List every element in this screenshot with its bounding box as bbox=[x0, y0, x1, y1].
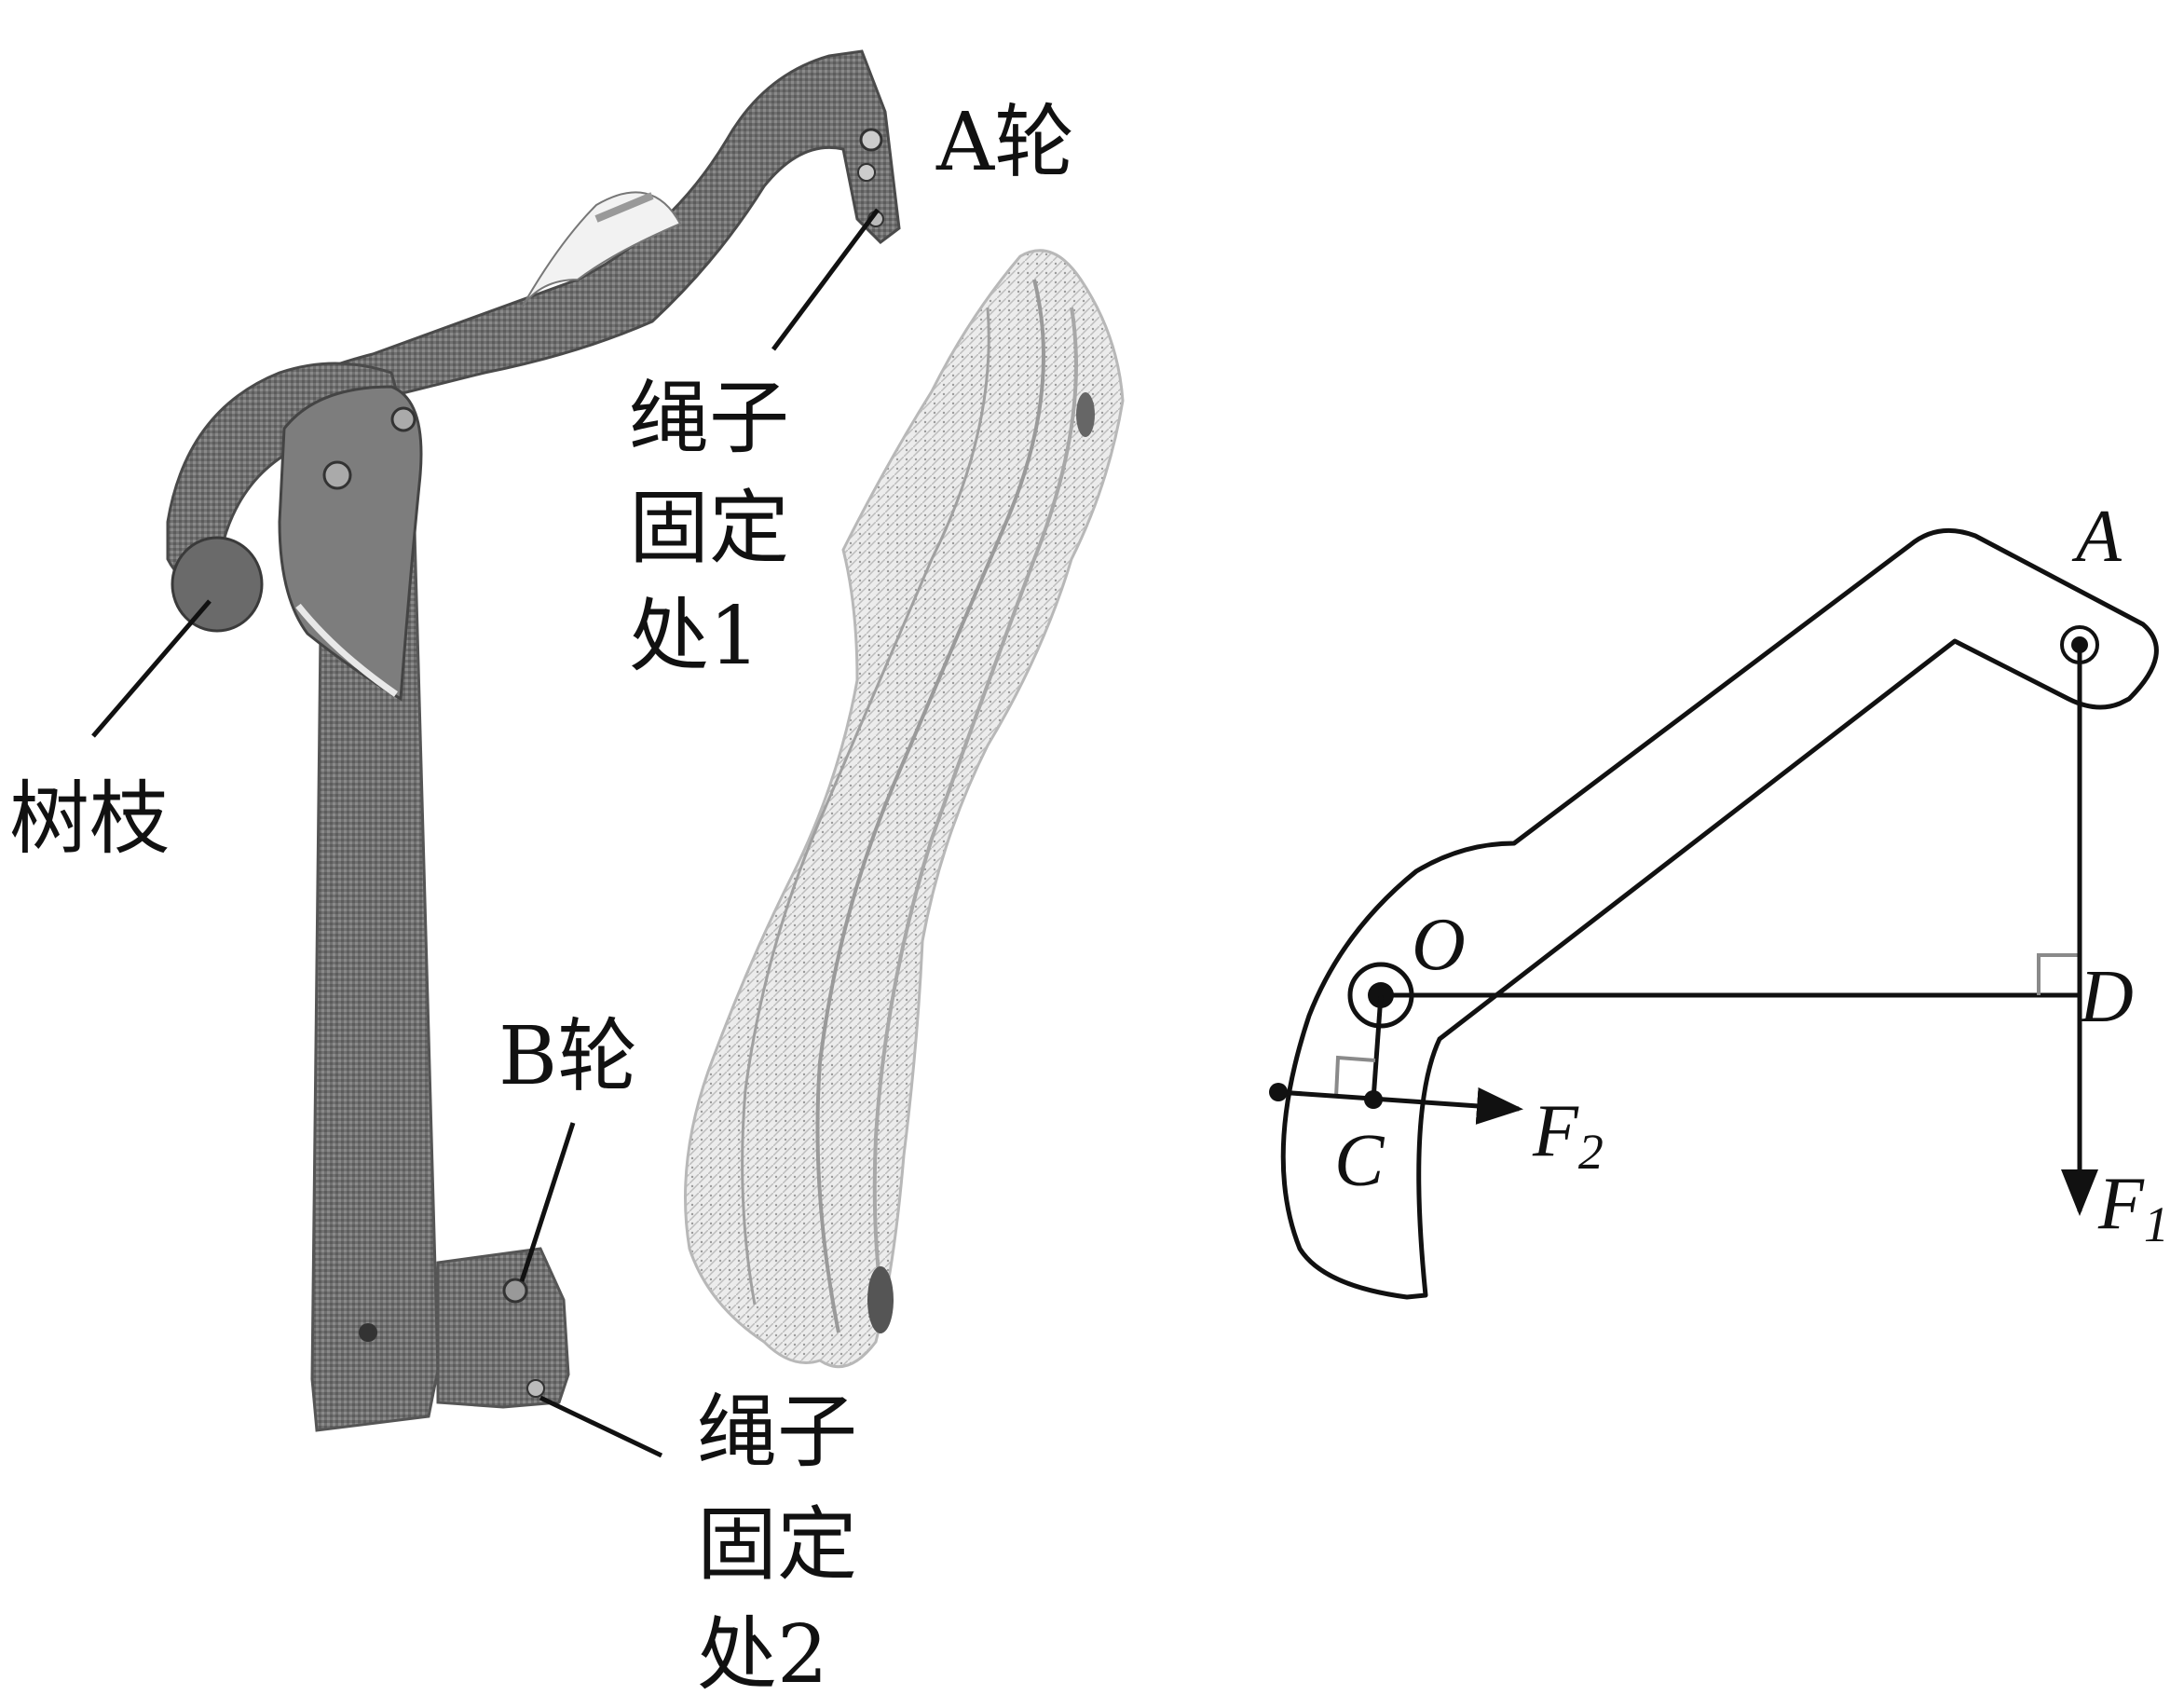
label-rope-fix-1-line1: 绳子 bbox=[629, 372, 789, 465]
tool-photo: A轮 绳子 固定 处1 树枝 B轮 绳子 固定 处2 bbox=[9, 49, 1125, 1695]
a-wheel-hole bbox=[857, 163, 876, 182]
label-a-wheel: A轮 bbox=[935, 96, 1074, 189]
label-point-c: C bbox=[1334, 1120, 1385, 1202]
label-point-o: O bbox=[1412, 904, 1466, 986]
force-f2-arrow bbox=[1277, 1087, 1523, 1125]
leader-line-rope-fix-1 bbox=[771, 208, 880, 351]
f2-application-point bbox=[1269, 1083, 1288, 1101]
rope-shadow bbox=[1076, 392, 1095, 437]
label-rope-fix-2-line1: 绳子 bbox=[697, 1386, 857, 1479]
rope-shadow bbox=[867, 1266, 894, 1333]
b-wheel-bracket bbox=[436, 1247, 570, 1409]
pivot-bolt bbox=[322, 460, 352, 490]
label-force-f2-sub: 2 bbox=[1578, 1124, 1604, 1180]
leader-line-branch bbox=[91, 599, 212, 738]
rope-coil bbox=[684, 249, 1125, 1369]
label-force-f2-letter: F bbox=[1532, 1090, 1579, 1172]
lever-arm bbox=[275, 49, 901, 403]
arm-line-oc bbox=[1371, 994, 1384, 1100]
rope-strand bbox=[872, 307, 1078, 1324]
label-rope-fix-2-line2: 固定 bbox=[697, 1498, 857, 1592]
label-rope-fix-1-line3: 处1 bbox=[629, 590, 760, 683]
right-angle-d bbox=[2037, 953, 2080, 995]
blade-edge bbox=[295, 603, 398, 697]
rope-fix-2-hole bbox=[526, 1379, 545, 1398]
handle-rivet bbox=[359, 1323, 377, 1342]
rope-bundle bbox=[684, 249, 1125, 1369]
label-force-f2: F2 bbox=[1532, 1090, 1604, 1180]
blade bbox=[278, 385, 423, 702]
spring bbox=[594, 192, 654, 223]
lever-arm-gap bbox=[521, 191, 682, 308]
branch bbox=[171, 536, 264, 633]
lever-outline bbox=[1280, 527, 2159, 1300]
rope-strand bbox=[741, 307, 990, 1305]
label-b-wheel: B轮 bbox=[498, 1010, 637, 1103]
label-rope-fix-1-line2: 固定 bbox=[629, 482, 789, 575]
pivot-bolt bbox=[390, 406, 416, 432]
label-force-f1-sub: 1 bbox=[2144, 1196, 2169, 1252]
lever-diagram: A O D C F2 F1 bbox=[1269, 496, 2169, 1300]
a-wheel-hole bbox=[859, 128, 883, 152]
leader-line-rope-fix-2 bbox=[539, 1395, 663, 1458]
label-branch: 树枝 bbox=[9, 772, 170, 866]
point-c-dot bbox=[1364, 1090, 1383, 1109]
rope-strand bbox=[815, 279, 1045, 1333]
b-wheel-hole bbox=[502, 1278, 528, 1304]
leader-line-b-wheel bbox=[519, 1122, 576, 1282]
label-rope-fix-2-line3: 处2 bbox=[697, 1608, 828, 1695]
label-force-f1: F1 bbox=[2097, 1163, 2169, 1252]
right-angle-c bbox=[1334, 1055, 1376, 1098]
label-point-a: A bbox=[2071, 496, 2123, 578]
label-point-d: D bbox=[2079, 956, 2134, 1038]
label-force-f1-letter: F bbox=[2097, 1163, 2145, 1245]
